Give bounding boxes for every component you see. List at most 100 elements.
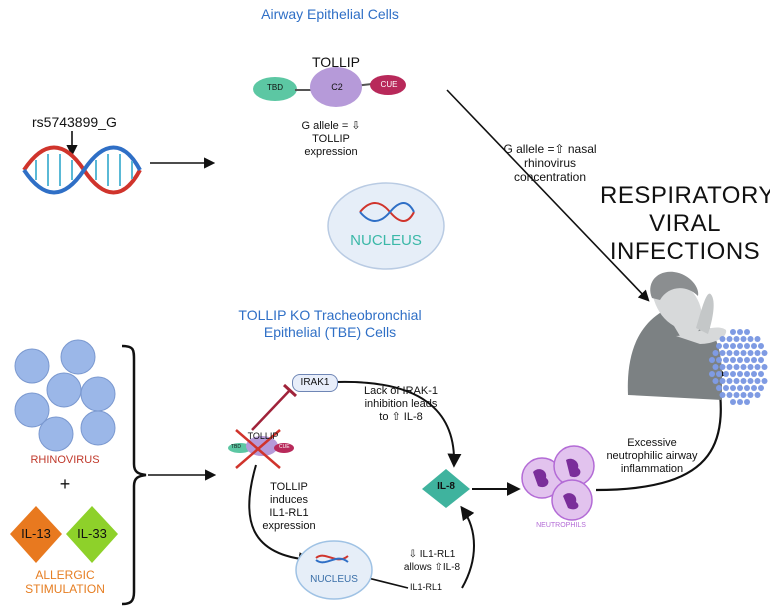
virus-dot [740, 350, 747, 356]
induces-line-1: TOLLIP [270, 481, 308, 493]
irak1-inhibition-line [251, 389, 291, 431]
virus-dot [723, 371, 729, 377]
nucleus-top [327, 182, 445, 270]
irak-line-3: to ⇧ IL-8 [379, 411, 423, 423]
virus-dot [716, 385, 722, 391]
g-allele-tollip-text: G allele = ⇩ TOLLIP expression [276, 120, 386, 159]
il1rl1-label: IL1-RL1 [410, 582, 443, 592]
virus-dot [712, 350, 719, 356]
allergic-stimulation-label: ALLERGIC STIMULATION [10, 568, 120, 596]
virus-dot [758, 385, 764, 391]
virus-dot [716, 371, 722, 377]
virus-dot [737, 385, 743, 391]
virus-dot [709, 357, 715, 363]
il13-label: IL-13 [21, 526, 51, 541]
virus-dot [723, 385, 729, 391]
virus-dot [747, 350, 754, 356]
virus-dot [730, 343, 736, 349]
neutrophils-label: NEUTROPHILS [536, 522, 586, 529]
rhinovirus-label: RHINOVIRUS [30, 454, 100, 466]
virus-dot [761, 364, 768, 370]
virus-dot [758, 343, 764, 349]
virus-dot [726, 392, 733, 398]
tollip-ko-icon [228, 429, 294, 469]
virus-dot [747, 364, 754, 370]
virus-dot [747, 378, 754, 384]
virus-dot [730, 329, 736, 335]
nucleus-label-top: NUCLEUS [350, 232, 422, 249]
stimuli-bracket [121, 344, 147, 606]
il13-diamond [10, 506, 62, 563]
virus-cloud-icon [709, 329, 768, 405]
ko-domain-cue: CUE [279, 444, 290, 450]
nasal-rhinovirus-text: G allele =⇧ nasal rhinovirus concentrati… [490, 142, 610, 184]
tollip-protein-icon [253, 67, 406, 107]
irak-line-1: Lack of IRAK-1 [364, 385, 438, 397]
nucleus-dna-icon [359, 202, 415, 222]
virus-dot [744, 343, 750, 349]
virus-dot [740, 336, 747, 342]
virus-dot [733, 364, 740, 370]
resp-line-2: VIRAL [649, 210, 721, 237]
virus-dot [730, 385, 736, 391]
plus-sign: + [59, 474, 71, 494]
virus-dot [730, 399, 736, 405]
virus-dot [737, 343, 743, 349]
virus-dot [754, 336, 761, 342]
respiratory-infections-title: RESPIRATORY VIRAL INFECTIONS [600, 182, 770, 266]
virus-dot [716, 343, 722, 349]
g-allele-line-3: expression [304, 146, 358, 158]
il8-diamond [422, 469, 470, 508]
virus-dot [726, 336, 733, 342]
virus-dot [733, 378, 740, 384]
virus-dot [744, 399, 750, 405]
coughing-person-icon [627, 271, 727, 400]
virus-dot [737, 329, 743, 335]
resp-line-1: RESPIRATORY [600, 182, 770, 209]
virus-dot [712, 378, 719, 384]
virus-dot [712, 364, 719, 370]
virus-dot [719, 336, 726, 342]
virus-dot [733, 350, 740, 356]
tollip-title: TOLLIP [312, 54, 360, 70]
allergic-line-2: STIMULATION [25, 582, 105, 596]
virus-dot [709, 371, 715, 377]
virus-dot [754, 378, 761, 384]
virus-dot [751, 357, 757, 363]
bottom-panel-title: TOLLIP KO Tracheobronchial Epithelial (T… [215, 307, 445, 341]
tollip-ko-label: TOLLIP [247, 431, 279, 441]
virus-dot [730, 357, 736, 363]
ko-domain-tbd: TBD [231, 444, 241, 450]
virus-dot [751, 371, 757, 377]
bottom-title-line-1: TOLLIP KO Tracheobronchial [238, 307, 422, 323]
irak-line-2: inhibition leads [364, 398, 438, 410]
virus-dot [723, 343, 729, 349]
virus-dot [754, 392, 761, 398]
virus-dot [754, 364, 761, 370]
il33-label: IL-33 [77, 526, 107, 541]
domain-cue: CUE [380, 80, 398, 89]
induces-line-4: expression [262, 520, 316, 532]
excessive-line-2: neutrophilic airway [606, 450, 698, 462]
virus-dot [747, 392, 754, 398]
panel-to-infection-arrow [446, 89, 650, 302]
virus-dot [761, 378, 768, 384]
virus-dot [719, 350, 726, 356]
domain-tbd: TBD [267, 83, 283, 92]
domain-c2: C2 [331, 82, 343, 92]
virus-dot [737, 399, 743, 405]
virus-dot [751, 385, 757, 391]
virus-dot [730, 371, 736, 377]
virus-dot [726, 350, 733, 356]
virus-dot [744, 371, 750, 377]
induces-line-3: IL1-RL1 [269, 507, 309, 519]
virus-dot [758, 371, 764, 377]
il1rl1-allows-text: ⇩ IL1-RL1 allows ⇧IL-8 [392, 548, 472, 574]
g-allele-line-2: TOLLIP [312, 133, 350, 145]
virus-dot [726, 378, 733, 384]
irak1-box: IRAK1 [292, 374, 338, 392]
virus-dot [723, 357, 729, 363]
virus-dot [737, 357, 743, 363]
excessive-line-3: inflammation [620, 463, 684, 475]
